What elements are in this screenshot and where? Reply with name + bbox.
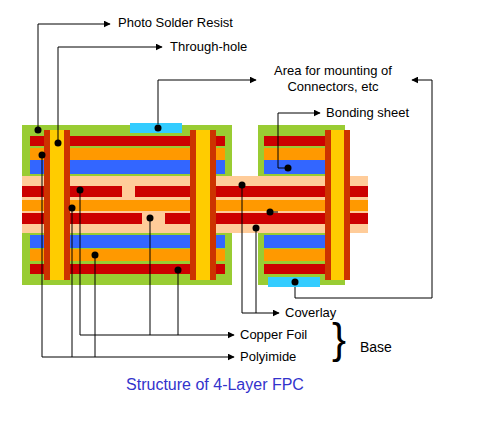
part-label: Bonding sheet: [326, 105, 409, 121]
part-label: Copper Foil: [240, 327, 307, 343]
part-label: Coverlay: [285, 305, 336, 321]
figure-caption: Structure of 4-Layer FPC: [126, 375, 304, 394]
area-label: Area for mounting of Connectors, etc: [258, 63, 408, 94]
part-label: Photo Solder Resist: [118, 15, 233, 31]
part-label: Through-hole: [170, 39, 247, 55]
brace-symbol: }: [332, 318, 346, 360]
group-label: Base: [360, 339, 392, 356]
part-label: Polyimide: [240, 349, 296, 365]
